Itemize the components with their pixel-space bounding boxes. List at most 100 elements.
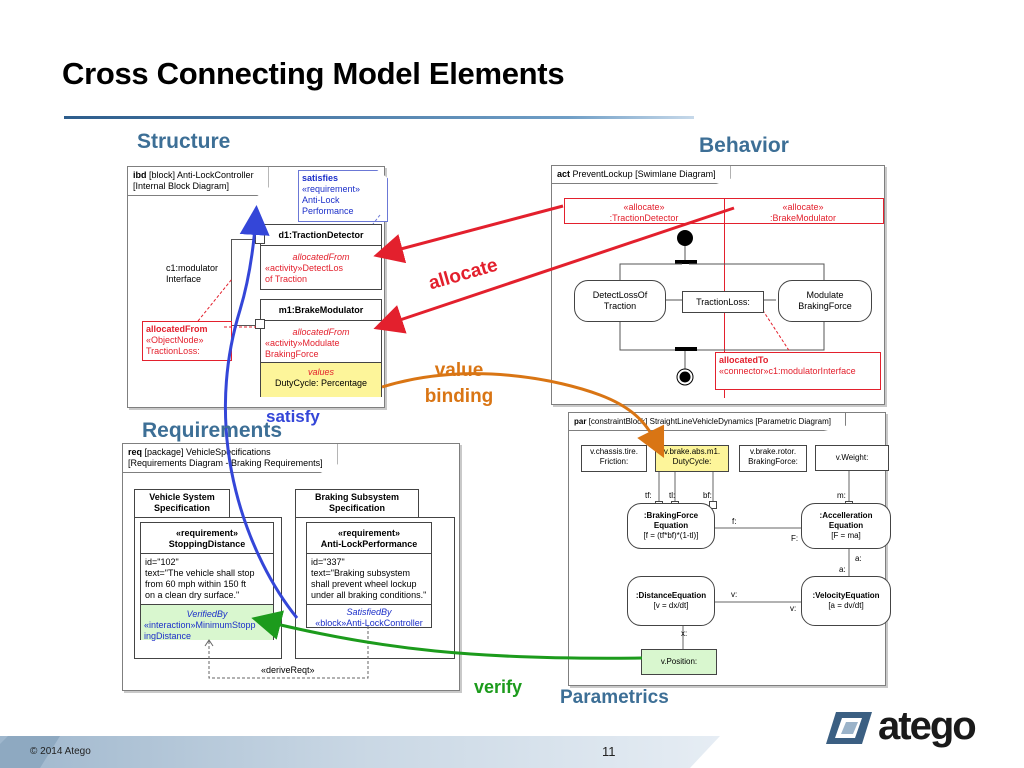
pkg2-line2: Specification <box>328 503 385 513</box>
req-header-text: [package] VehicleSpecifications <box>144 447 271 457</box>
binding-label: value binding <box>416 358 502 410</box>
m1-port <box>255 319 265 329</box>
req2-body: id="337" text="Braking subsystem shall p… <box>307 554 431 604</box>
p2-line1: v.brake.abs.m1. <box>663 447 721 456</box>
label-a1: a: <box>855 554 862 563</box>
binding-label-line1: value <box>434 360 484 381</box>
ibd-header-text: [block] Anti-LockController <box>149 170 254 180</box>
c1-line1: :BrakingForce <box>643 511 699 520</box>
req2-text1: text="Braking subsystem <box>311 568 410 578</box>
req-header-kind: req <box>128 447 143 457</box>
param-dutycycle: v.brake.abs.m1. DutyCycle: <box>655 445 729 472</box>
slide-title: Cross Connecting Model Elements <box>62 56 565 91</box>
action1-line1: DetectLossOf <box>592 290 648 300</box>
c2-line3: [F = ma] <box>831 531 861 540</box>
lane1-label: «allocate» :TractionDetector <box>564 202 724 224</box>
atego-logo-text: atego <box>878 704 977 748</box>
req1-text2: from 60 mph within 150 ft <box>145 579 247 589</box>
req2-satisfied: SatisfiedBy «block»Anti-LockController <box>307 604 431 628</box>
req2-satisfied-title: SatisfiedBy <box>346 607 392 617</box>
lane2-line2: :BrakeModulator <box>769 213 837 223</box>
derive-dependency <box>204 626 369 679</box>
req1-id: id="102" <box>145 557 179 567</box>
req1-verified-line1: «interaction»MinimumStopp <box>144 620 256 630</box>
values-compartment: values DutyCycle: Percentage <box>261 362 381 397</box>
c4-line2: [a = dv/dt] <box>828 601 864 610</box>
req1-verified: VerifiedBy «interaction»MinimumStopp ing… <box>141 604 273 641</box>
constraint-brakingforce: :BrakingForce Equation [f = (tf*bf)*(1-t… <box>627 503 715 549</box>
p2-line2: DutyCycle: <box>672 457 712 466</box>
footer-band <box>0 736 720 768</box>
verify-label: verify <box>474 677 523 697</box>
c1-line3: [f = (tf*bf)*(1-tl)] <box>643 531 699 540</box>
values-title: values <box>307 367 334 377</box>
req1-verified-title: VerifiedBy <box>186 609 228 619</box>
act-header-kind: act <box>557 169 571 179</box>
label-m: m: <box>837 491 846 500</box>
allocate-arrow-1 <box>373 204 564 264</box>
param-friction: v.chassis.tire. Friction: <box>581 445 647 472</box>
c1-label: c1:modulator Interface <box>166 263 218 285</box>
allocatedto-note: allocatedTo «connector»c1:modulatorInter… <box>715 352 881 390</box>
parametrics-label: Parametrics <box>560 687 669 708</box>
ibd-header-line2: [Internal Block Diagram] <box>133 181 230 191</box>
c1-line2: Equation <box>653 521 689 530</box>
param-brakingforce: v.brake.rotor. BrakingForce: <box>739 445 807 472</box>
lane1-line2: :TractionDetector <box>609 213 679 223</box>
c4-line1: :VelocityEquation <box>812 591 880 600</box>
binding-label-line2: binding <box>424 386 494 407</box>
action2-line2: BrakingForce <box>798 301 852 311</box>
satisfies-line1: «requirement» <box>302 184 361 194</box>
d1-alloc-line2: of Traction <box>265 274 308 284</box>
req2-id: id="337" <box>311 557 345 567</box>
lane2-line1: «allocate» <box>782 202 824 212</box>
satisfies-note: satisfies «requirement» Anti-Lock Perfor… <box>298 170 388 222</box>
c1-label-line1: c1:modulator <box>166 263 219 273</box>
ibd-dashed-links <box>197 214 381 328</box>
d1-part: d1:TractionDetector allocatedFrom «activ… <box>260 224 382 290</box>
label-v1: v: <box>731 590 738 599</box>
constraint-distance: :DistanceEquation [v = dx/dt] <box>627 576 715 626</box>
par-header-kind: par <box>574 417 587 426</box>
par-frame: par [constraintBlock] StraightLineVehicl… <box>568 412 891 686</box>
req2-stereo: «requirement» <box>337 528 401 538</box>
action-modulate: Modulate BrakingForce <box>778 280 872 322</box>
requirements-label: Requirements <box>142 419 283 442</box>
page-number: 11 <box>602 744 616 759</box>
constraint-velocity: :VelocityEquation [a = dv/dt] <box>801 576 891 626</box>
binding-arrow <box>381 372 665 459</box>
p3-line1: v.brake.rotor. <box>749 447 797 456</box>
m1-part: m1:BrakeModulator allocatedFrom «activit… <box>260 299 382 397</box>
behavior-label: Behavior <box>699 134 789 157</box>
lane2-label: «allocate» :BrakeModulator <box>724 202 882 224</box>
action1-line2: Traction <box>603 301 637 311</box>
req2-head: «requirement» Anti-LockPerformance <box>307 523 431 554</box>
label-f: f: <box>732 517 737 526</box>
m1-alloc-line2: BrakingForce <box>265 349 319 359</box>
act-header-text: PreventLockup [Swimlane Diagram] <box>572 169 716 179</box>
d1-alloc-line1: «activity»DetectLos <box>265 263 344 273</box>
p3-line2: BrakingForce: <box>748 457 798 466</box>
req-frame: req [package] VehicleSpecifications [Req… <box>122 443 460 691</box>
p1-line2: Friction: <box>599 457 629 466</box>
act-header: act PreventLockup [Swimlane Diagram] <box>552 166 731 184</box>
c1-label-line2: Interface <box>166 274 202 284</box>
label-v2: v: <box>790 604 797 613</box>
act-flows <box>619 230 825 386</box>
d1-part-name: d1:TractionDetector <box>261 225 381 246</box>
req1-body: id="102" text="The vehicle shall stop fr… <box>141 554 273 604</box>
derive-label: «deriveReqt» <box>259 665 317 676</box>
label-x: x: <box>681 629 688 638</box>
label-a2: a: <box>839 565 846 574</box>
structure-label: Structure <box>137 130 231 153</box>
satisfies-line2: Anti-Lock <box>302 195 340 205</box>
req1-head: «requirement» StoppingDistance <box>141 523 273 554</box>
pkg-braking-tab: Braking Subsystem Specification <box>295 489 419 519</box>
label-tl: tl: <box>669 491 676 500</box>
req1-text3: on a clean dry surface." <box>145 590 240 600</box>
verify-arrow <box>251 610 643 660</box>
constraint-acceleration: :Accelleration Equation [F = ma] <box>801 503 891 549</box>
req1-name: StoppingDistance <box>168 539 246 549</box>
action-detect-loss: DetectLossOf Traction <box>574 280 666 322</box>
allocatedto-line: «connector»c1:modulatorInterface <box>719 366 856 376</box>
